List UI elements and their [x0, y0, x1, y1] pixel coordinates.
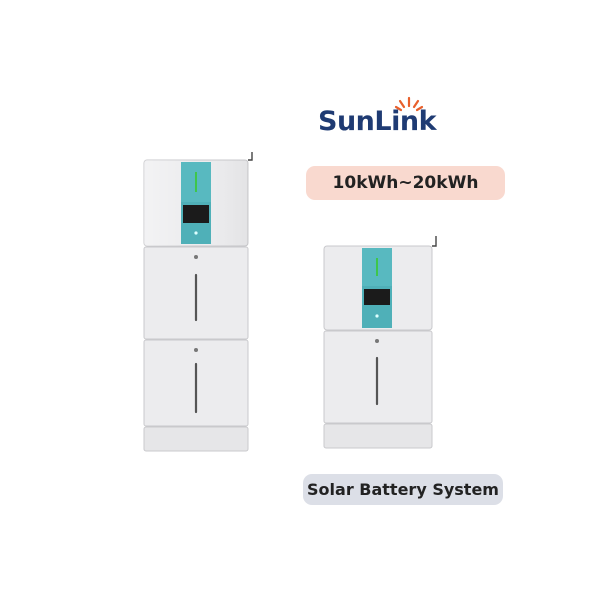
capacity-badge: 10kWh~20kWh [306, 166, 505, 200]
capacity-label: 10kWh~20kWh [332, 173, 479, 193]
brand-logo: SunLink [318, 96, 440, 144]
product-badge: Solar Battery System [303, 474, 503, 505]
battery-unit-small [323, 236, 437, 449]
sun-rays-icon [394, 96, 424, 112]
display-screen-icon [183, 205, 209, 223]
display-screen-icon [364, 289, 390, 305]
battery-unit-large [143, 152, 253, 452]
brand-name: SunLink [318, 106, 437, 137]
product-label: Solar Battery System [307, 480, 499, 499]
